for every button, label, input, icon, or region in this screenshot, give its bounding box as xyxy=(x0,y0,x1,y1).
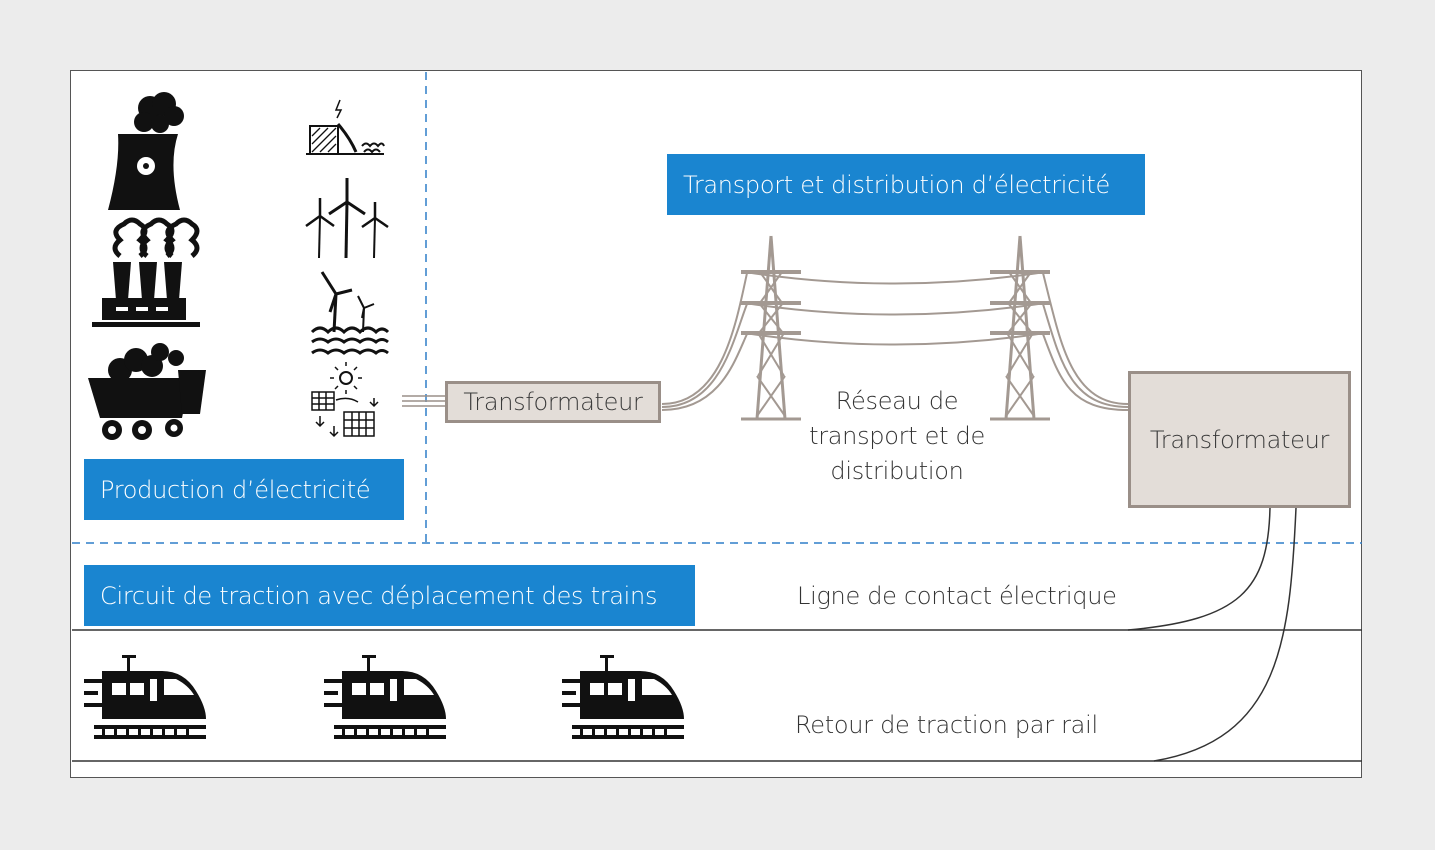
production-feed-wires xyxy=(402,395,446,407)
contact-line-label: Ligne de contact électrique xyxy=(797,582,1117,610)
network-label: Réseau de transport et de distribution xyxy=(782,384,1012,489)
train-icon xyxy=(84,655,206,739)
network-label-line: transport et de xyxy=(809,422,985,450)
train-icon xyxy=(324,655,446,739)
transport-label: Transport et distribution d’électricité xyxy=(667,154,1145,215)
thermal-power-plant-icon xyxy=(92,217,200,327)
offshore-wind-icon xyxy=(310,271,390,355)
solar-panels-icon xyxy=(311,362,379,438)
network-label-line: Réseau de xyxy=(835,387,959,415)
transformer-box-large: Transformateur xyxy=(1128,371,1351,508)
coal-wagon-icon xyxy=(88,343,206,440)
production-label: Production d’électricité xyxy=(84,459,404,520)
rail-return-label: Retour de traction par rail xyxy=(795,711,1098,739)
traction-circuit-label: Circuit de traction avec déplacement des… xyxy=(84,565,695,626)
transmission-cables xyxy=(661,271,1129,411)
traction-feeders xyxy=(1127,507,1297,762)
nuclear-plant-icon xyxy=(108,92,184,210)
transformer-box-small: Transformateur xyxy=(445,381,661,423)
hydro-dam-icon xyxy=(306,99,385,155)
wind-turbines-icon xyxy=(305,178,389,259)
network-label-line: distribution xyxy=(830,457,964,485)
train-icon xyxy=(562,655,684,739)
